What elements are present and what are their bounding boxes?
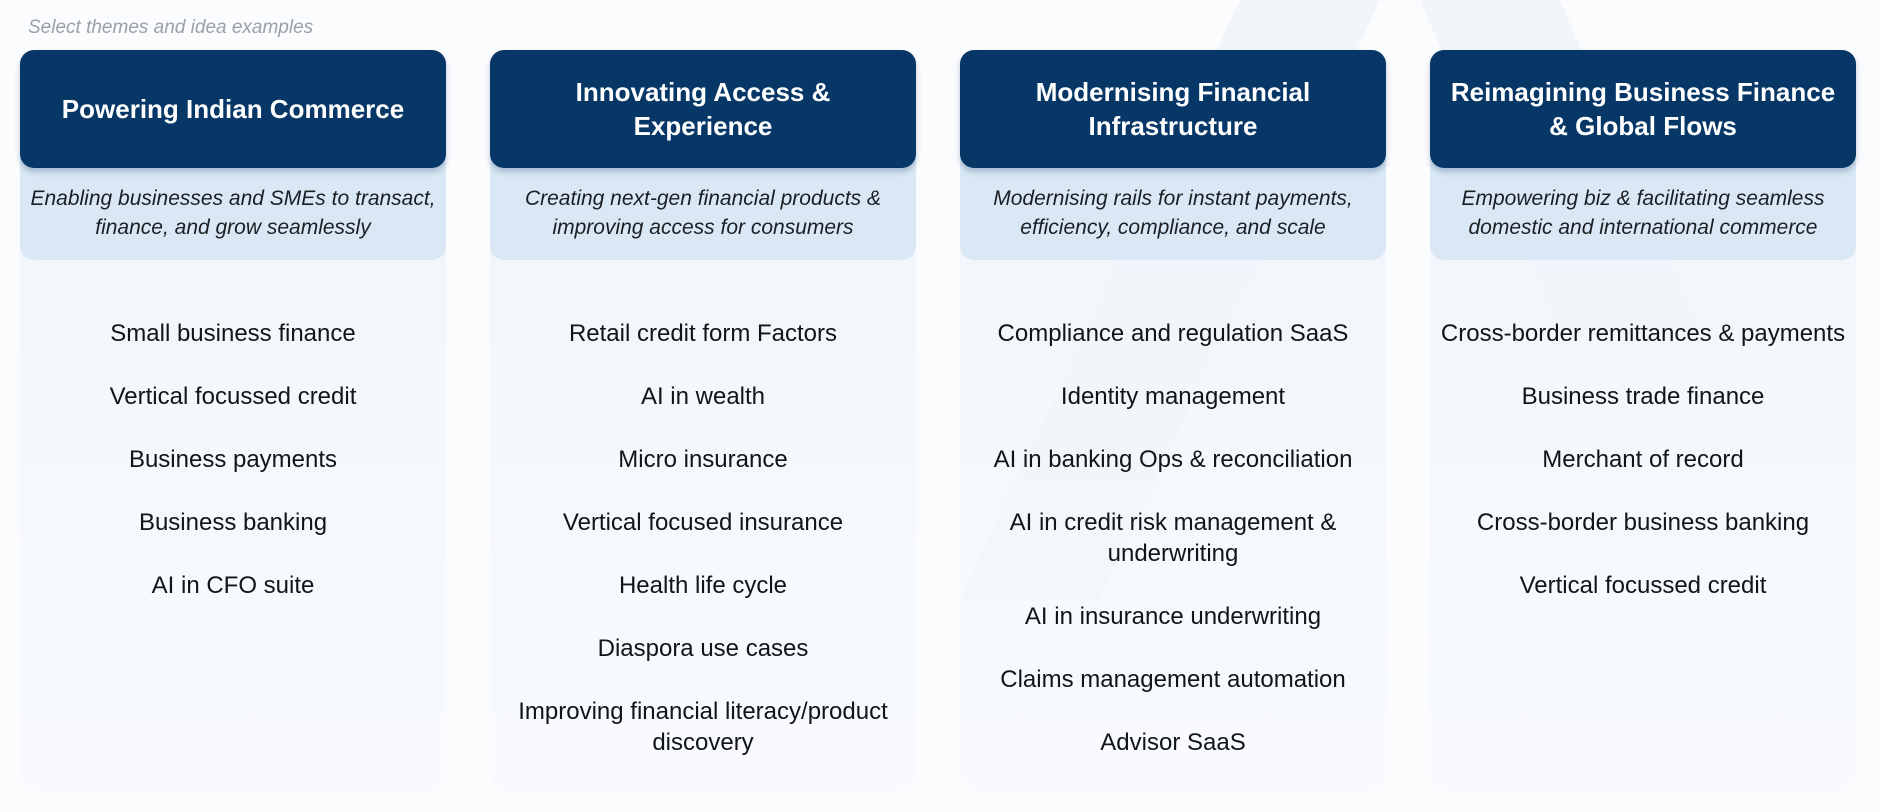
idea-item: Business trade finance: [1521, 383, 1765, 410]
idea-item: Micro insurance: [618, 446, 788, 473]
idea-item: AI in CFO suite: [151, 572, 315, 599]
theme-subtitle: Enabling businesses and SMEs to transact…: [30, 187, 436, 239]
theme-subtitle: Modernising rails for instant payments, …: [993, 187, 1353, 239]
idea-item: Vertical focussed credit: [1519, 572, 1767, 599]
theme-header: Powering Indian Commerce: [20, 50, 446, 168]
theme-subtitle: Creating next-gen financial products & i…: [524, 187, 882, 239]
theme-header: Reimagining Business Finance & Global Fl…: [1430, 50, 1856, 168]
theme-column-3: Modernising Financial Infrastructure Mod…: [960, 50, 1386, 792]
idea-item: Diaspora use cases: [597, 635, 809, 662]
theme-column-2: Innovating Access & Experience Creating …: [490, 50, 916, 792]
idea-item: Health life cycle: [618, 572, 788, 599]
idea-item: Retail credit form Factors: [568, 320, 838, 347]
theme-title: Powering Indian Commerce: [61, 94, 405, 124]
idea-item: Small business finance: [110, 320, 356, 347]
page-caption: Select themes and idea examples: [28, 17, 314, 38]
idea-item: Cross-border remittances & payments: [1440, 320, 1846, 347]
idea-item: Improving financial literacy/product dis…: [518, 698, 888, 756]
theme-title: Innovating Access & Experience: [575, 77, 831, 141]
idea-item: Merchant of record: [1542, 446, 1744, 473]
idea-item: AI in insurance underwriting: [1024, 603, 1322, 630]
theme-subtitle-box: Modernising rails for instant payments, …: [960, 154, 1386, 260]
theme-subtitle: Empowering biz & facilitating seamless d…: [1461, 187, 1825, 239]
idea-item: Advisor SaaS: [1100, 729, 1246, 756]
idea-item: Vertical focussed credit: [109, 383, 357, 410]
idea-item: Business payments: [128, 446, 338, 473]
idea-item: Business banking: [138, 509, 328, 536]
idea-item: Claims management automation: [1000, 666, 1346, 693]
theme-columns: Powering Indian Commerce Enabling busine…: [20, 50, 1856, 792]
theme-subtitle-box: Enabling businesses and SMEs to transact…: [20, 154, 446, 260]
idea-list: Retail credit form Factors AI in wealth …: [490, 318, 916, 758]
theme-subtitle-box: Creating next-gen financial products & i…: [490, 154, 916, 260]
idea-item: Identity management: [1060, 383, 1286, 410]
idea-item: Vertical focused insurance: [562, 509, 844, 536]
idea-list: Compliance and regulation SaaS Identity …: [960, 318, 1386, 758]
theme-column-4: Reimagining Business Finance & Global Fl…: [1430, 50, 1856, 792]
theme-header: Innovating Access & Experience: [490, 50, 916, 168]
idea-list: Small business finance Vertical focussed…: [20, 318, 446, 601]
idea-item: Cross-border business banking: [1476, 509, 1810, 536]
theme-title: Reimagining Business Finance & Global Fl…: [1450, 77, 1836, 141]
idea-item: AI in wealth: [640, 383, 766, 410]
idea-item: Compliance and regulation SaaS: [997, 320, 1349, 347]
theme-title: Modernising Financial Infrastructure: [1035, 77, 1311, 141]
theme-column-1: Powering Indian Commerce Enabling busine…: [20, 50, 446, 792]
idea-list: Cross-border remittances & payments Busi…: [1430, 318, 1856, 601]
idea-item: AI in credit risk management & underwrit…: [1009, 509, 1337, 567]
theme-subtitle-box: Empowering biz & facilitating seamless d…: [1430, 154, 1856, 260]
idea-item: AI in banking Ops & reconciliation: [993, 446, 1353, 473]
theme-header: Modernising Financial Infrastructure: [960, 50, 1386, 168]
